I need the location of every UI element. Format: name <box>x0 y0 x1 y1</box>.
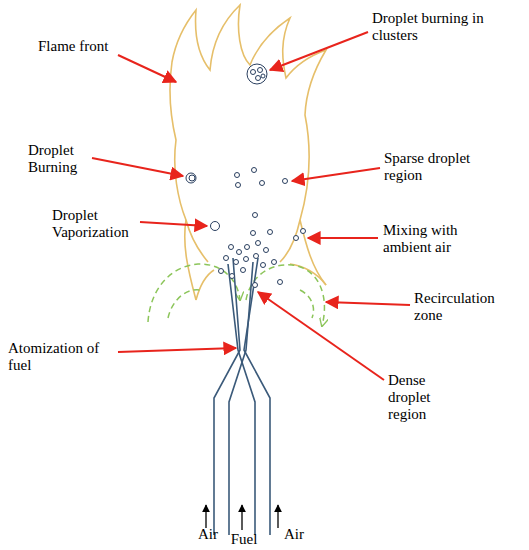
droplet-burning-label: Droplet Burning <box>28 142 90 176</box>
mixing-label: Mixing with ambient air <box>383 222 475 256</box>
fuel-label: Fuel <box>224 531 264 548</box>
flame-label: Flame front <box>38 38 138 55</box>
atomization-label: Atomization of fuel <box>8 340 116 374</box>
leader-arrows <box>92 32 410 380</box>
recirculation-label: Recirculation zone <box>414 290 518 324</box>
air-label: Air <box>284 526 324 543</box>
cluster-label: Droplet burning in clusters <box>372 10 490 44</box>
flame-outline <box>170 5 326 300</box>
air-label: Air <box>178 526 218 543</box>
sparse-region-label: Sparse droplet region <box>384 150 494 184</box>
vaporization-label: Droplet Vaporization <box>52 207 142 241</box>
dense-region-label: Dense droplet region <box>388 372 450 423</box>
droplets <box>186 64 306 288</box>
nozzle <box>214 258 270 535</box>
